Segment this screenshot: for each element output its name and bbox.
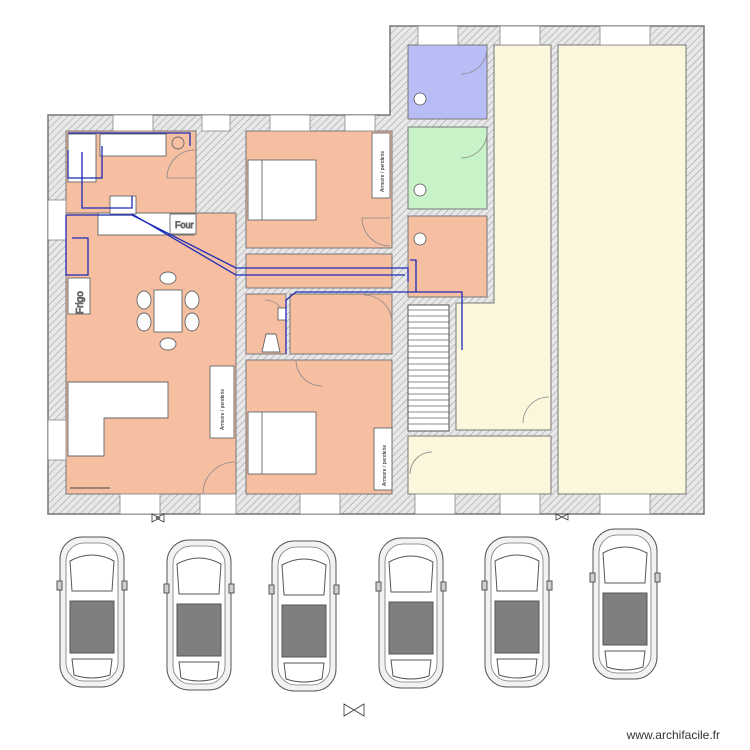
fridge xyxy=(67,277,91,315)
staircase xyxy=(407,304,450,432)
cabinet-label-top: Armoire / penderie xyxy=(380,151,386,192)
credit-link[interactable]: www.archifacile.fr xyxy=(626,728,720,742)
oven-box xyxy=(169,213,197,235)
bed-top xyxy=(247,159,317,221)
car xyxy=(375,537,447,689)
bedroom-furniture xyxy=(247,132,393,491)
blue-room xyxy=(407,44,488,120)
bed-bottom xyxy=(247,411,317,475)
tv-cabinet xyxy=(209,365,235,439)
car xyxy=(268,540,340,692)
toilet-icon xyxy=(261,333,281,353)
stair-steps xyxy=(408,309,449,425)
laundry-drain-icon xyxy=(171,136,185,150)
hallway xyxy=(245,253,393,289)
water-pipes xyxy=(65,132,463,354)
garage xyxy=(557,44,687,495)
furniture: Four Frigo xyxy=(67,133,235,489)
rooms xyxy=(65,44,687,495)
bathroom xyxy=(289,293,393,355)
marker-symbols xyxy=(151,513,569,717)
wardrobe-bottom xyxy=(373,427,393,491)
car xyxy=(589,528,661,680)
utility-sink xyxy=(99,133,167,157)
windows xyxy=(47,25,651,515)
dining-table xyxy=(153,289,183,333)
storage-bottom xyxy=(407,435,552,495)
fridge-label: Frigo xyxy=(75,291,86,314)
boiler-room xyxy=(407,215,488,298)
corner-sofa xyxy=(67,381,169,457)
parking-area xyxy=(56,528,661,692)
meter-symbols xyxy=(413,92,427,246)
cabinet-label-bottom: Armoire / penderie xyxy=(382,445,388,486)
car xyxy=(481,536,553,688)
oven-label: Four xyxy=(175,220,194,230)
car xyxy=(163,539,235,691)
cabinet-label-left: Armoire / penderie xyxy=(220,389,226,430)
storage-corridor xyxy=(455,44,552,431)
stove xyxy=(109,195,137,215)
wardrobe-top xyxy=(371,132,391,199)
green-room xyxy=(407,126,488,210)
cabinet-labels: Armoire / penderie Armoire / penderie Ar… xyxy=(220,151,388,486)
doors xyxy=(166,47,550,495)
car xyxy=(56,536,128,688)
